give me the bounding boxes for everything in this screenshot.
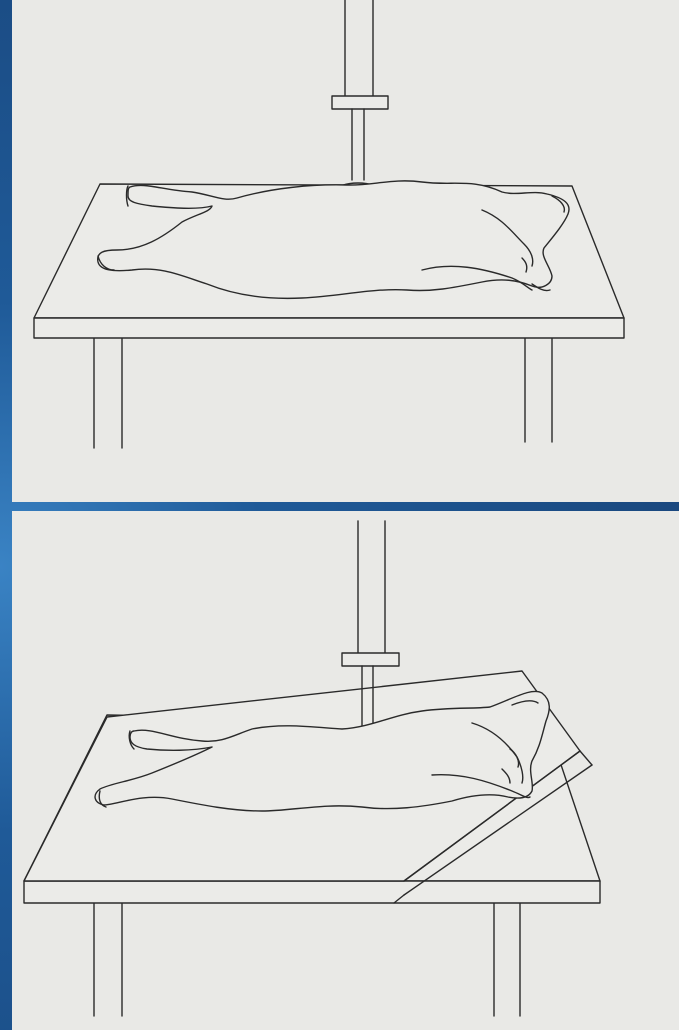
flat-table-drawing: [12, 0, 679, 502]
table-legs: [94, 901, 520, 1016]
tilted-board-drawing: [12, 511, 679, 1030]
table-legs: [94, 335, 552, 448]
illustration-panel-tilted: [12, 511, 679, 1030]
compression-rod: [332, 0, 388, 199]
illustration-panel-flat: [12, 0, 679, 502]
